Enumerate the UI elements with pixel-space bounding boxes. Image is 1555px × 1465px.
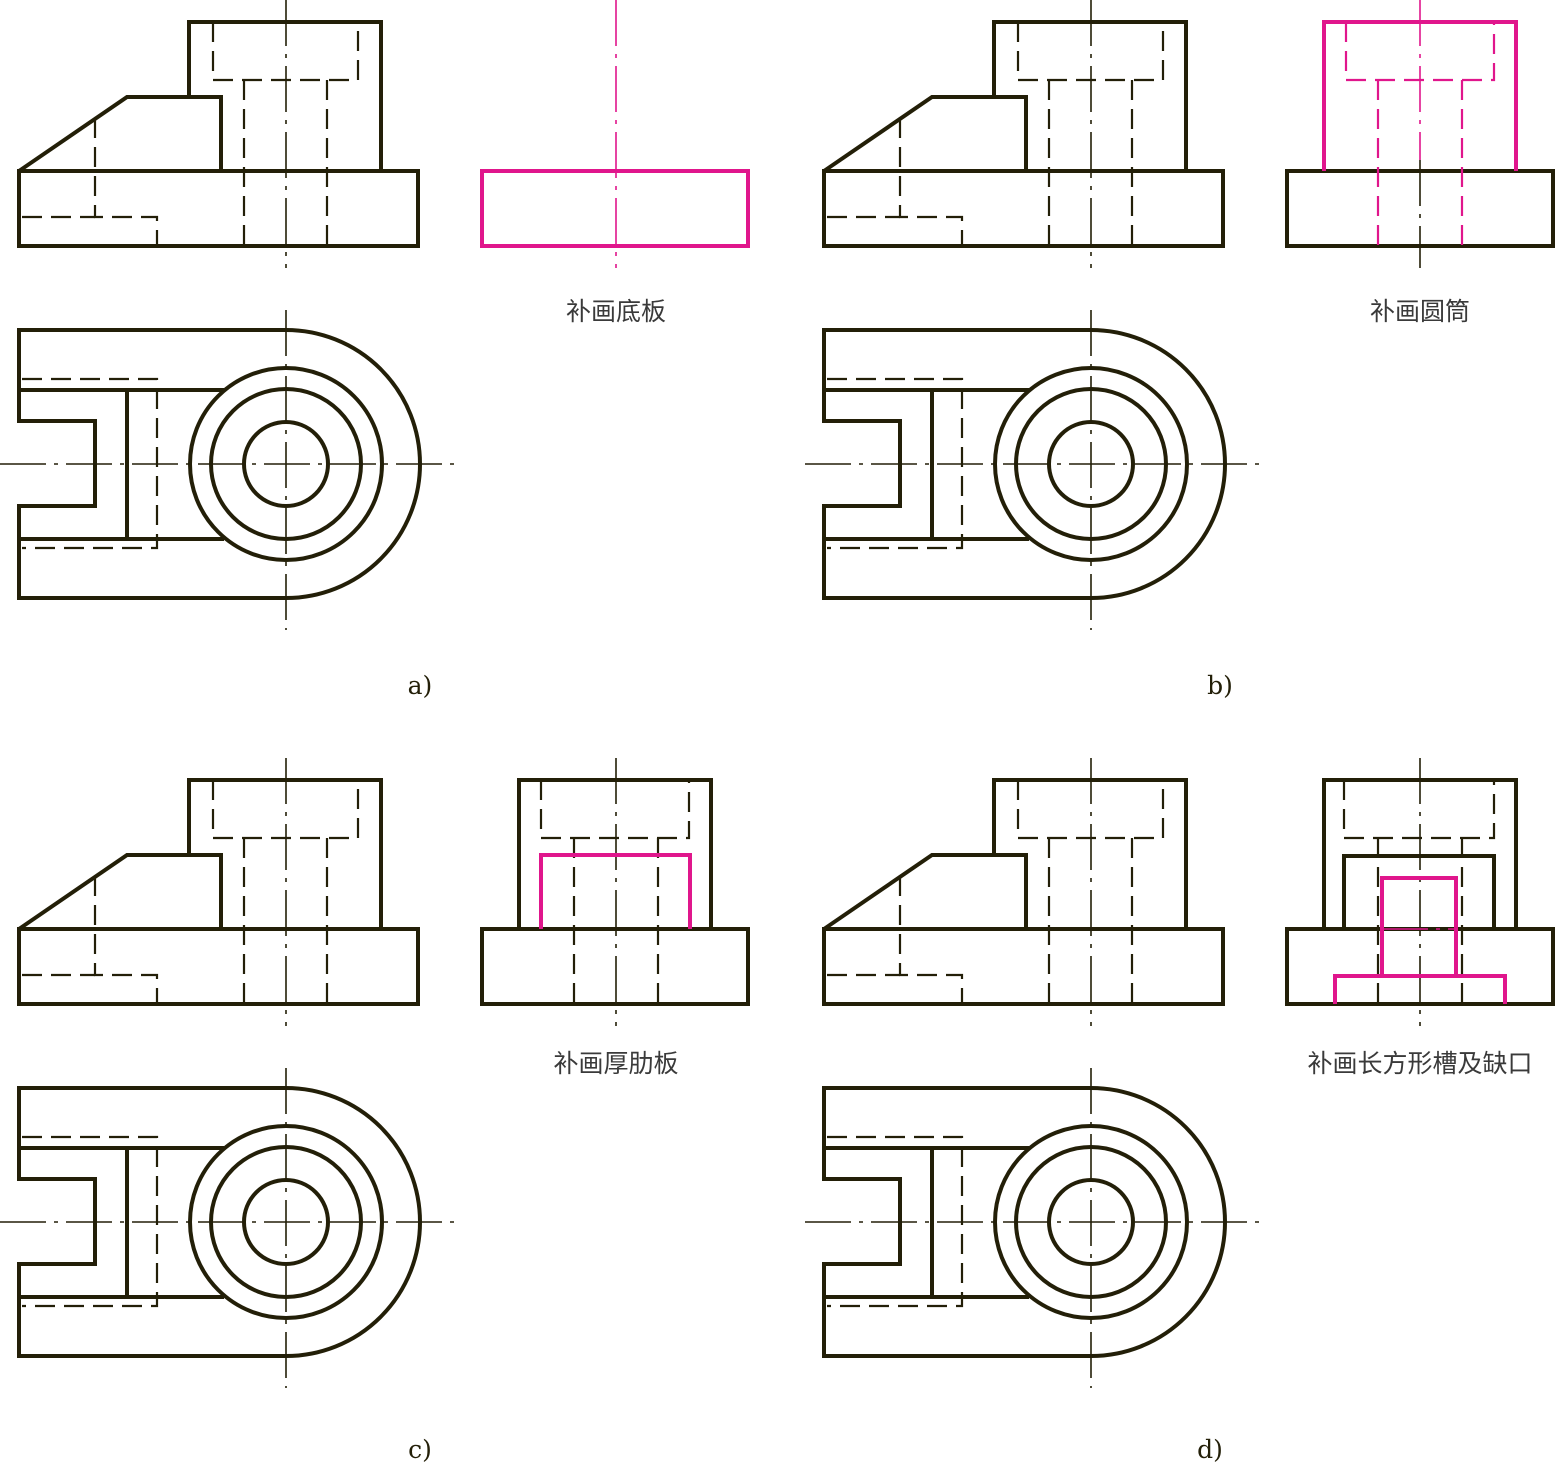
panel-label: a): [408, 671, 433, 700]
cylinder-outline: [517, 778, 713, 929]
front-view: [822, 0, 1225, 270]
panel-d: 补画长方形槽及缺口 d): [803, 756, 1555, 1464]
base-plate-outline: [480, 927, 750, 1006]
side-view: [480, 0, 750, 268]
panel-c: 补画厚肋板 c): [0, 756, 750, 1464]
panel-label: c): [408, 1435, 432, 1464]
top-view: [0, 308, 460, 632]
rectangular-slot-outline: [1380, 876, 1458, 976]
top-view: [0, 1066, 460, 1390]
counterbore-hidden: [1342, 780, 1496, 840]
counterbore-hidden: [539, 780, 691, 840]
panel-label: b): [1207, 671, 1233, 700]
rib-plate-outline: [1342, 854, 1496, 929]
top-view: [803, 308, 1265, 632]
front-view: [822, 756, 1225, 1028]
front-view: [17, 0, 420, 270]
step-caption: 补画长方形槽及缺口: [1307, 1049, 1532, 1078]
base-plate-outline: [480, 169, 750, 248]
top-view: [803, 1066, 1265, 1390]
side-view: [480, 758, 750, 1026]
front-view: [17, 756, 420, 1028]
rib-plate-outline: [539, 853, 692, 929]
notch-outline: [1333, 974, 1507, 1004]
panel-b: 补画圆筒 b): [803, 0, 1555, 700]
panel-a: 补画底板 a): [0, 0, 750, 700]
side-view: [1285, 0, 1555, 268]
panel-label: d): [1197, 1435, 1223, 1464]
step-caption: 补画厚肋板: [553, 1049, 678, 1078]
step-caption: 补画底板: [566, 297, 666, 326]
step-caption: 补画圆筒: [1370, 297, 1470, 326]
side-view: [1285, 758, 1555, 1026]
